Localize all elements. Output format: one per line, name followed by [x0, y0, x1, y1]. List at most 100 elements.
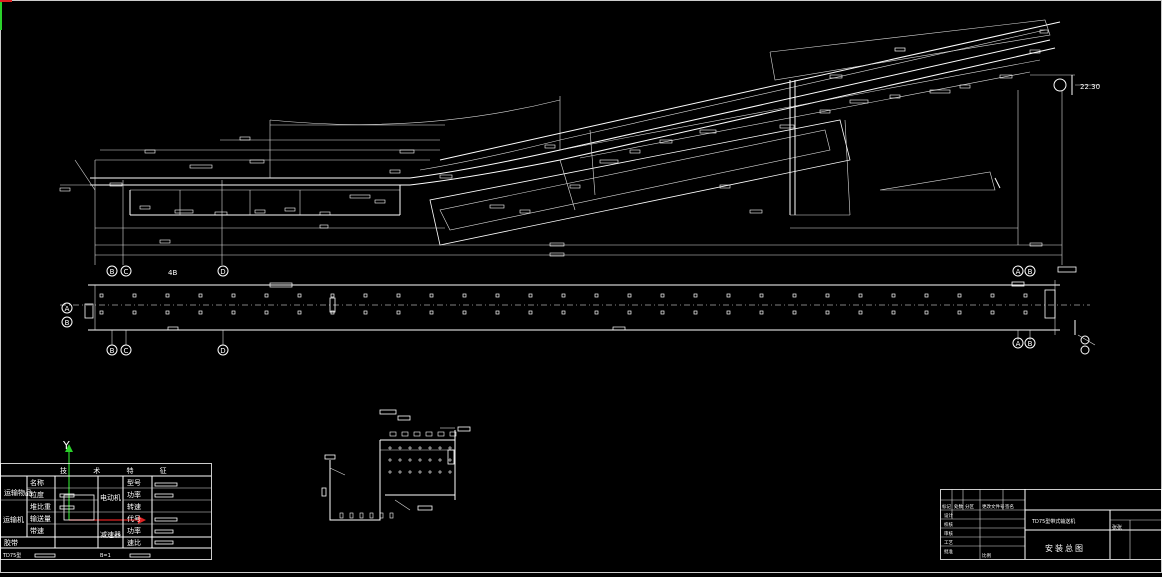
dimension-text: [239, 136, 251, 141]
axis-label: A: [1016, 340, 1021, 348]
dimension-text: [719, 184, 731, 189]
axis-bubble-b2-top: [1024, 265, 1036, 277]
axis-label: A: [65, 305, 70, 313]
dimension-text: [109, 182, 123, 187]
idler-mark: [330, 310, 335, 315]
reducer-label: 速比: [127, 538, 141, 547]
dimension-text: [549, 252, 565, 257]
idler-mark: [858, 293, 863, 298]
idler-mark: [528, 310, 533, 315]
dimension-text: [999, 74, 1013, 79]
dimension-text: [1039, 29, 1049, 34]
dimension-text: [699, 129, 717, 134]
idler-mark: [594, 310, 599, 315]
dimension-text: [144, 149, 156, 154]
tb-scale: 比例: [982, 552, 991, 559]
dimension-text: [249, 159, 265, 164]
idler-mark: [495, 310, 500, 315]
idler-mark: [198, 310, 203, 315]
idler-mark: [363, 293, 368, 298]
dimension-text: [749, 209, 763, 214]
axis-bubble-a-top: [1012, 265, 1024, 277]
row-label: 名称: [30, 478, 44, 487]
section-mark: [349, 512, 354, 519]
idler-mark: [792, 293, 797, 298]
idler-mark: [693, 310, 698, 315]
idler-mark: [264, 293, 269, 298]
plan-idler-marks: [99, 293, 1028, 315]
tb-sheet: 张张: [1112, 524, 1122, 531]
tb-row: 工艺: [944, 540, 953, 546]
idler-mark: [462, 293, 467, 298]
idler-mark: [1023, 310, 1028, 315]
idler-mark: [858, 310, 863, 315]
dimension-text: [889, 94, 901, 99]
section-mark: [379, 512, 384, 519]
dimension-text: [399, 149, 415, 154]
idler-mark: [561, 293, 566, 298]
idler-mark: [627, 310, 632, 315]
reducer-label: 功率: [127, 526, 141, 535]
row-label: 粒度: [30, 490, 44, 499]
row-label: 输送量: [30, 514, 51, 523]
row-label: 带速: [30, 527, 44, 535]
dimension-text: [659, 139, 673, 144]
idler-mark: [330, 293, 335, 298]
tech-table-header: 技 术 特 征: [60, 466, 179, 475]
axis-label: B: [1028, 340, 1033, 348]
idler-mark: [660, 293, 665, 298]
idler-mark: [528, 293, 533, 298]
group-motor-label: 电动机: [100, 493, 121, 502]
idler-mark: [99, 310, 104, 315]
idler-mark: [264, 310, 269, 315]
motor-label: 代号: [127, 514, 141, 523]
tb-header: 分区: [965, 503, 974, 510]
idler-mark: [561, 310, 566, 315]
tech-spec-table: 技 术 特 征 运输物品 运输机 电动机 减速器 名称 粒度 堆比重 输送量 带…: [0, 463, 212, 560]
idler-mark: [990, 293, 995, 298]
dimension-text: [929, 89, 951, 94]
tb-header: 签名: [1005, 503, 1014, 510]
grid-axis-row-top: B C D A B 4B: [106, 265, 1036, 277]
dimension-text: [959, 84, 971, 89]
idler-mark: [231, 293, 236, 298]
ucs-icon: Y: [62, 439, 146, 524]
idler-mark: [132, 310, 137, 315]
tb-row: 审核: [944, 530, 953, 537]
section-detail: [321, 409, 471, 521]
idler-mark: [396, 310, 401, 315]
dimension-text: [319, 224, 329, 229]
dimension-text: [139, 205, 151, 210]
idler-mark: [363, 310, 368, 315]
axis-label: C: [124, 268, 129, 276]
section-mark: [339, 512, 344, 519]
dimension-label: 4B: [168, 269, 177, 277]
idler-mark: [99, 293, 104, 298]
idler-mark: [1023, 293, 1028, 298]
dimension-text: [599, 159, 619, 164]
tb-header: 标记: [942, 503, 951, 510]
axis-bubble-a-side: [61, 302, 73, 314]
idler-mark: [165, 310, 170, 315]
plan-view: [60, 280, 1090, 345]
axis-bubble-d-top: [217, 265, 229, 277]
tb-header: 更改文件号: [982, 503, 1005, 510]
axis-label: D: [220, 347, 225, 355]
idler-mark: [594, 293, 599, 298]
dimension-text: [829, 74, 843, 79]
idler-mark: [891, 310, 896, 315]
group-reducer-label: 减速器: [100, 530, 121, 539]
grid-axis-row-bottom: B C D A B: [106, 337, 1036, 356]
idler-mark: [759, 293, 764, 298]
dimension-text: [189, 164, 213, 169]
idler-mark: [726, 293, 731, 298]
dimension-text: [1029, 49, 1041, 54]
idler-mark: [924, 310, 929, 315]
axis-label: B: [110, 347, 115, 355]
axis-label: D: [220, 268, 225, 276]
axis-bubble-c-top: [120, 265, 132, 277]
idler-mark: [396, 293, 401, 298]
dimension-text: [549, 242, 565, 247]
